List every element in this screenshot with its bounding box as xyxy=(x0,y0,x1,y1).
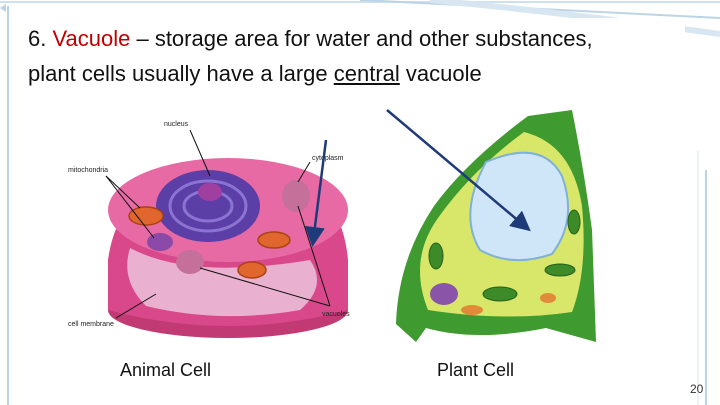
mitochondrion-2 xyxy=(257,231,291,249)
title-line-1: 6. Vacuole – storage area for water and … xyxy=(28,26,593,52)
chloroplast-3 xyxy=(428,242,444,270)
chloroplast-2 xyxy=(482,286,518,302)
label-cell-membrane: cell membrane xyxy=(68,321,114,328)
title-line1-rest: – storage area for water and other subst… xyxy=(130,26,593,51)
label-cytoplasm: cytoplasm xyxy=(312,155,344,162)
label-mitochondria: mitochondria xyxy=(68,167,108,174)
nucleolus-shape xyxy=(198,183,222,201)
animal-cell-cutaway xyxy=(127,248,318,317)
plant-mitochondrion xyxy=(461,305,483,315)
title-line2-after: vacuole xyxy=(399,61,482,86)
mitochondrion-1 xyxy=(128,206,164,226)
title-number: 6. xyxy=(28,26,47,51)
animal-cell-diagram: nucleus cytoplasm mitochondria cell memb… xyxy=(60,110,370,350)
plant-nucleus xyxy=(430,283,458,305)
animal-cell-caption: Animal Cell xyxy=(120,360,212,380)
vacuole-2 xyxy=(176,250,204,274)
title-keyword: Vacuole xyxy=(52,26,131,51)
label-vacuoles: vacuoles xyxy=(322,311,350,318)
vacuole-1 xyxy=(282,180,310,212)
page-number: 20 xyxy=(690,382,704,396)
title-box: 6. Vacuole – storage area for water and … xyxy=(22,18,685,110)
title-underlined-word: central xyxy=(333,61,400,86)
arrow-to-plant-vacuole xyxy=(386,109,531,232)
plant-cell-caption: Plant Cell xyxy=(437,360,515,380)
central-vacuole xyxy=(469,151,570,262)
title-line2-before: plant cells usually have a large xyxy=(28,61,334,86)
label-nucleus: nucleus xyxy=(164,121,189,128)
arrow-to-animal-vacuole xyxy=(304,139,328,247)
chloroplast-1 xyxy=(544,263,576,277)
plant-organelle xyxy=(540,293,556,303)
title-line-2: plant cells usually have a large central… xyxy=(28,61,482,87)
mitochondrion-3 xyxy=(237,261,267,279)
plant-cell-diagram xyxy=(396,110,596,342)
chloroplast-4 xyxy=(567,209,581,235)
